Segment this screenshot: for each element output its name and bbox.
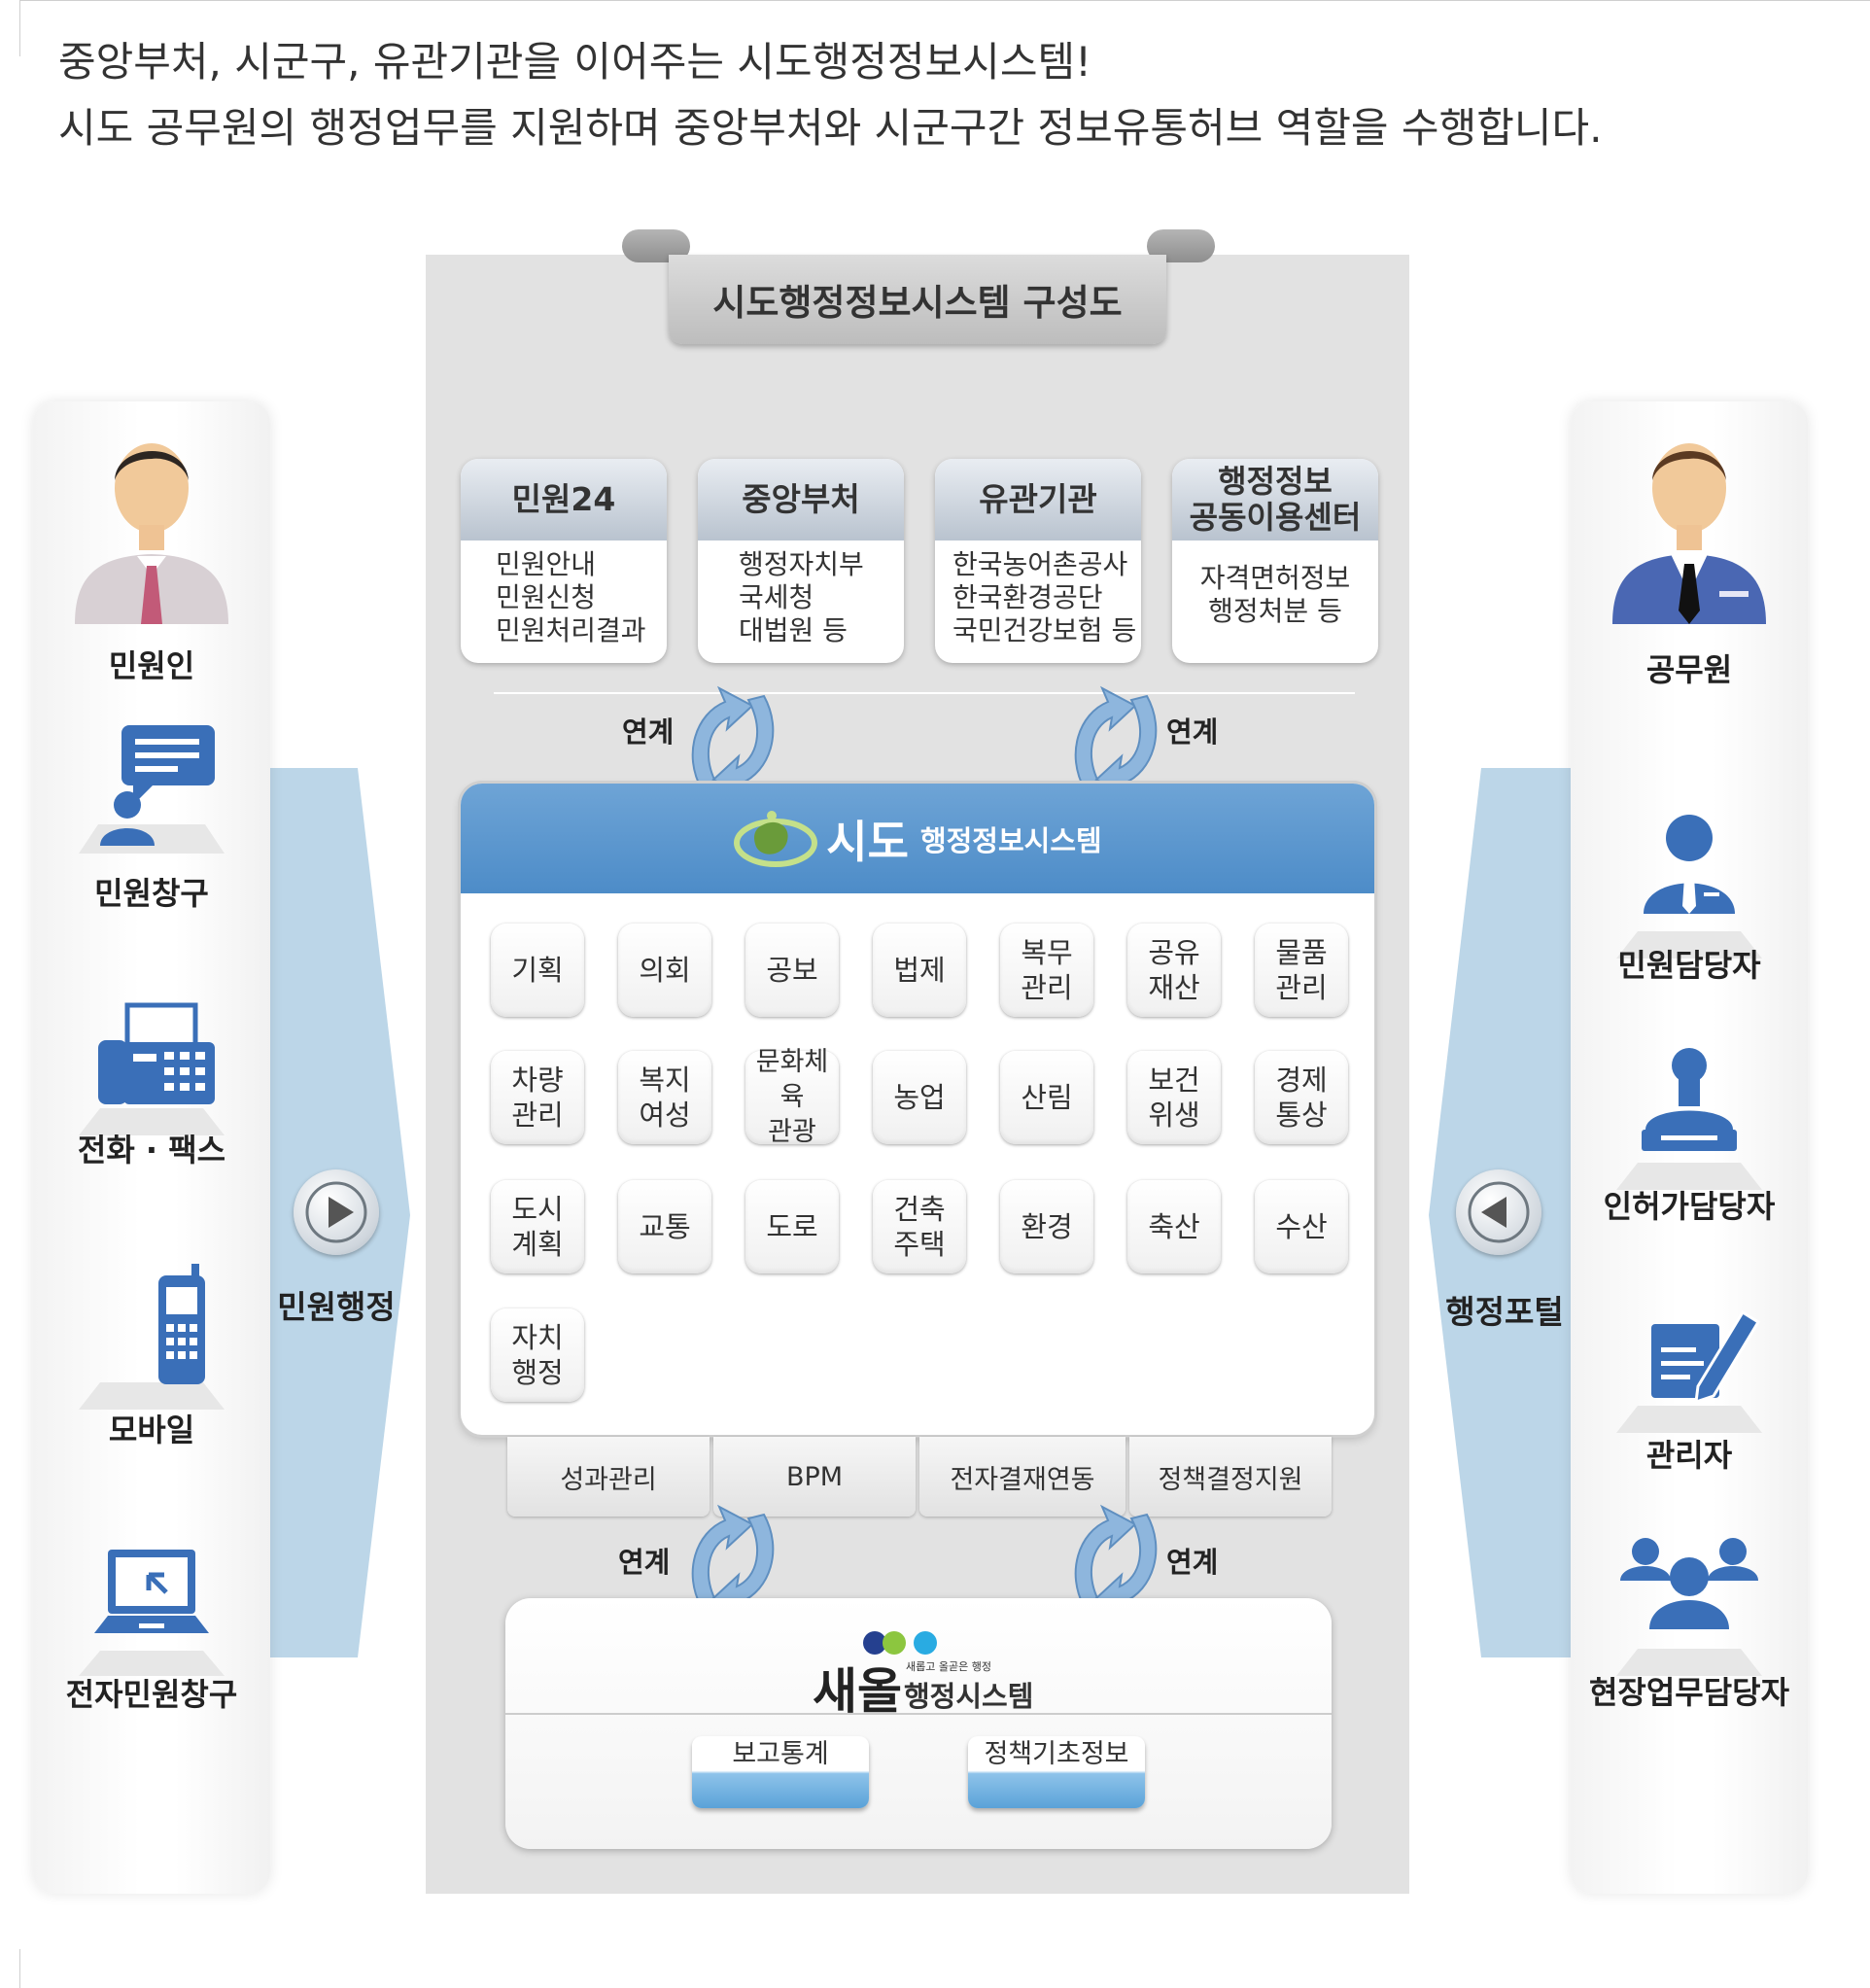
bar-policy-support[interactable]: 정책결정지원 (1129, 1437, 1332, 1517)
intro-line-1: 중앙부처, 시군구, 유관기관을 이어주는 시도행정정보시스템! (58, 38, 1091, 86)
official-icon (1571, 420, 1808, 624)
card-head: 행정정보 공동이용센터 (1172, 459, 1378, 541)
saeol-logo-dots-icon (863, 1631, 937, 1655)
saeol-subtitle: 행정시스템 (904, 1680, 1034, 1713)
saeol-name: 새올 (813, 1663, 902, 1720)
report-stats-button[interactable]: 보고통계 (692, 1736, 869, 1808)
link-label: 연계 (622, 715, 675, 749)
diagram-title: 시도행정정보시스템 구성도 (669, 255, 1166, 344)
module-button[interactable]: 환경 (1000, 1180, 1093, 1273)
module-button[interactable]: 의회 (618, 924, 711, 1017)
module-button[interactable]: 기획 (491, 924, 584, 1017)
card-body: 민원안내 민원신청 민원처리결과 (461, 541, 667, 647)
right-item-5: 현장업무담당자 (1588, 1674, 1790, 1711)
intro-line-2: 시도 공무원의 행정업무를 지원하며 중앙부처와 시군구간 정보유통허브 역할을… (58, 104, 1603, 152)
policy-info-button[interactable]: 정책기초정보 (968, 1736, 1145, 1808)
right-item-3: 인허가담당자 (1603, 1188, 1776, 1225)
module-button[interactable]: 농업 (873, 1051, 966, 1144)
module-button[interactable]: 도로 (745, 1180, 839, 1273)
civil-window-icon (33, 717, 270, 854)
module-button[interactable]: 차량 관리 (491, 1051, 584, 1144)
card-line: 민원안내 (496, 548, 597, 580)
right-item-1: 공무원 (1645, 651, 1733, 688)
top-rule (19, 0, 1870, 1)
civil-petitioner-icon (33, 420, 270, 624)
module-button[interactable]: 도시 계획 (491, 1180, 584, 1273)
link-arrows-icon (691, 1504, 775, 1619)
module-button[interactable]: 문화체육 관광 (745, 1047, 839, 1147)
divider (494, 692, 1355, 694)
card-line: 한국환경공단 (952, 581, 1103, 613)
link-label: 연계 (1166, 715, 1219, 749)
left-item-1: 민원인 (108, 647, 195, 684)
card-line: 민원처리결과 (496, 614, 646, 646)
field-officer-icon (1571, 1532, 1808, 1676)
left-rule (19, 0, 20, 56)
module-button[interactable]: 복지 여성 (618, 1051, 711, 1144)
card-line: 행정자치부 (739, 548, 864, 580)
module-button[interactable]: 복무 관리 (1000, 924, 1093, 1017)
card-central-ministry: 중앙부처 행정자치부 국세청 대법원 등 (698, 459, 904, 663)
module-button[interactable]: 법제 (873, 924, 966, 1017)
right-play-icon[interactable] (1456, 1169, 1541, 1255)
module-button[interactable]: 보건 위생 (1127, 1051, 1221, 1144)
link-arrows-icon (691, 685, 775, 800)
petition-officer-icon (1571, 813, 1808, 959)
module-button[interactable]: 교통 (618, 1180, 711, 1273)
card-minwon24: 민원24 민원안내 민원신청 민원처리결과 (461, 459, 667, 663)
card-related-agency: 유관기관 한국농어촌공사 한국환경공단 국민건강보험 등 (935, 459, 1141, 663)
permit-officer-icon (1571, 1044, 1808, 1190)
left-rule-bottom (19, 1949, 20, 1988)
card-line: 자격면허정보 (1199, 562, 1351, 594)
sido-system-name: 시도 (826, 815, 909, 868)
laptop-icon (33, 1542, 270, 1676)
saeol-slogan: 새롭고 올곧은 행정 (906, 1660, 991, 1673)
left-play-icon[interactable] (294, 1169, 379, 1255)
left-item-2: 민원창구 (94, 875, 209, 912)
sido-system-header: 시도 행정정보시스템 (461, 784, 1374, 893)
right-item-2: 민원담당자 (1617, 947, 1761, 984)
sido-logo-icon (734, 810, 818, 867)
module-button[interactable]: 공유 재산 (1127, 924, 1221, 1017)
left-band-label: 민원행정 (277, 1288, 396, 1326)
module-button[interactable]: 산림 (1000, 1051, 1093, 1144)
module-button[interactable]: 공보 (745, 924, 839, 1017)
left-item-5: 전자민원창구 (65, 1676, 238, 1713)
module-button[interactable]: 건축 주택 (873, 1180, 966, 1273)
admin-icon (1571, 1299, 1808, 1433)
card-body: 한국농어촌공사 한국환경공단 국민건강보험 등 (935, 541, 1141, 647)
card-line: 대법원 등 (739, 614, 848, 646)
module-button[interactable]: 물품 관리 (1255, 924, 1348, 1017)
saeol-divider (505, 1713, 1332, 1715)
left-item-4: 모바일 (108, 1412, 195, 1448)
card-line: 한국농어촌공사 (952, 548, 1128, 580)
module-button[interactable]: 경제 통상 (1255, 1051, 1348, 1144)
card-head: 유관기관 (935, 459, 1141, 541)
card-head: 중앙부처 (698, 459, 904, 541)
bar-bpm[interactable]: BPM (713, 1437, 916, 1517)
card-info-sharing-center: 행정정보 공동이용센터 자격면허정보 행정처분 등 (1172, 459, 1378, 663)
card-line: 민원신청 (496, 581, 597, 613)
left-column (33, 401, 270, 1894)
card-line: 행정처분 등 (1208, 595, 1342, 627)
module-button[interactable]: 축산 (1127, 1180, 1221, 1273)
module-button[interactable]: 자치 행정 (491, 1308, 584, 1402)
mobile-icon (33, 1262, 270, 1410)
right-item-4: 관리자 (1645, 1437, 1733, 1474)
bar-e-approval[interactable]: 전자결재연동 (919, 1437, 1125, 1517)
bar-performance[interactable]: 성과관리 (507, 1437, 710, 1517)
link-label: 연계 (1166, 1546, 1219, 1579)
link-arrows-icon (1074, 685, 1158, 800)
card-line: 국세청 (739, 581, 814, 613)
card-head: 민원24 (461, 459, 667, 541)
card-body: 자격면허정보 행정처분 등 (1172, 541, 1378, 628)
fax-icon (33, 990, 270, 1135)
link-label: 연계 (618, 1546, 671, 1579)
left-item-3: 전화 · 팩스 (77, 1132, 226, 1168)
card-body: 행정자치부 국세청 대법원 등 (698, 541, 904, 647)
sido-system-subname: 행정정보시스템 (919, 823, 1102, 857)
card-line: 국민건강보험 등 (952, 614, 1137, 646)
right-band-label: 행정포털 (1445, 1293, 1564, 1331)
module-button[interactable]: 수산 (1255, 1180, 1348, 1273)
